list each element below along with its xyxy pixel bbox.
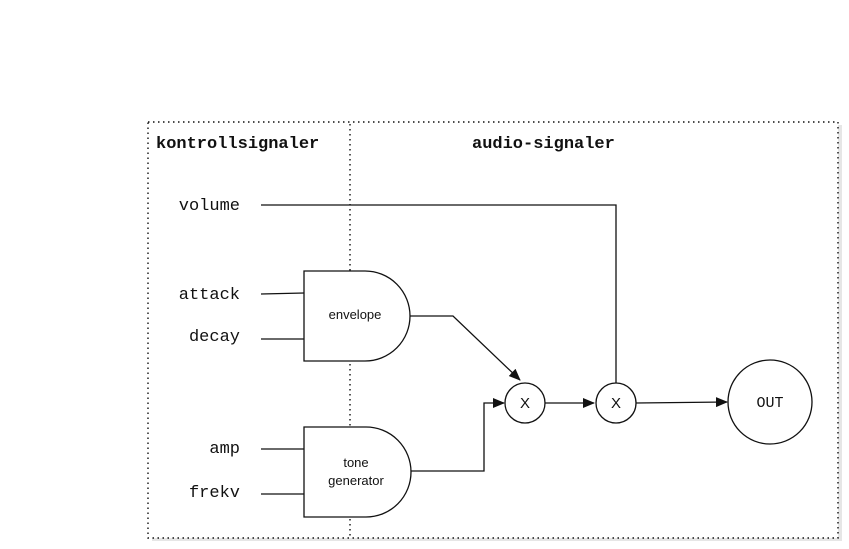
output-label: OUT [756,395,783,412]
multiplier-2-symbol: X [611,395,621,412]
attack-label: attack [179,286,240,305]
decay-label: decay [189,328,240,347]
mult2-to-out-wire [635,397,728,408]
audio-section-title: audio-signaler [472,135,615,154]
tone-generator-block [303,426,412,518]
tone-to-mult1-wire [411,398,505,472]
volume-wire [261,204,617,383]
output-node [727,359,813,445]
frekv-label: frekv [189,484,240,503]
envelope-to-mult1-wire [410,315,521,381]
control-section-title: kontrollsignaler [156,135,319,154]
tone-generator-label-line1: tone [343,455,368,470]
diagram-frame [147,121,839,539]
tone-generator-label-line2: generator [328,473,384,488]
amp-label: amp [209,440,240,459]
volume-label: volume [179,197,240,216]
envelope-label: envelope [329,307,382,322]
multiplier-1-symbol: X [520,395,530,412]
envelope-block [303,270,411,362]
attack-wire [260,292,305,295]
